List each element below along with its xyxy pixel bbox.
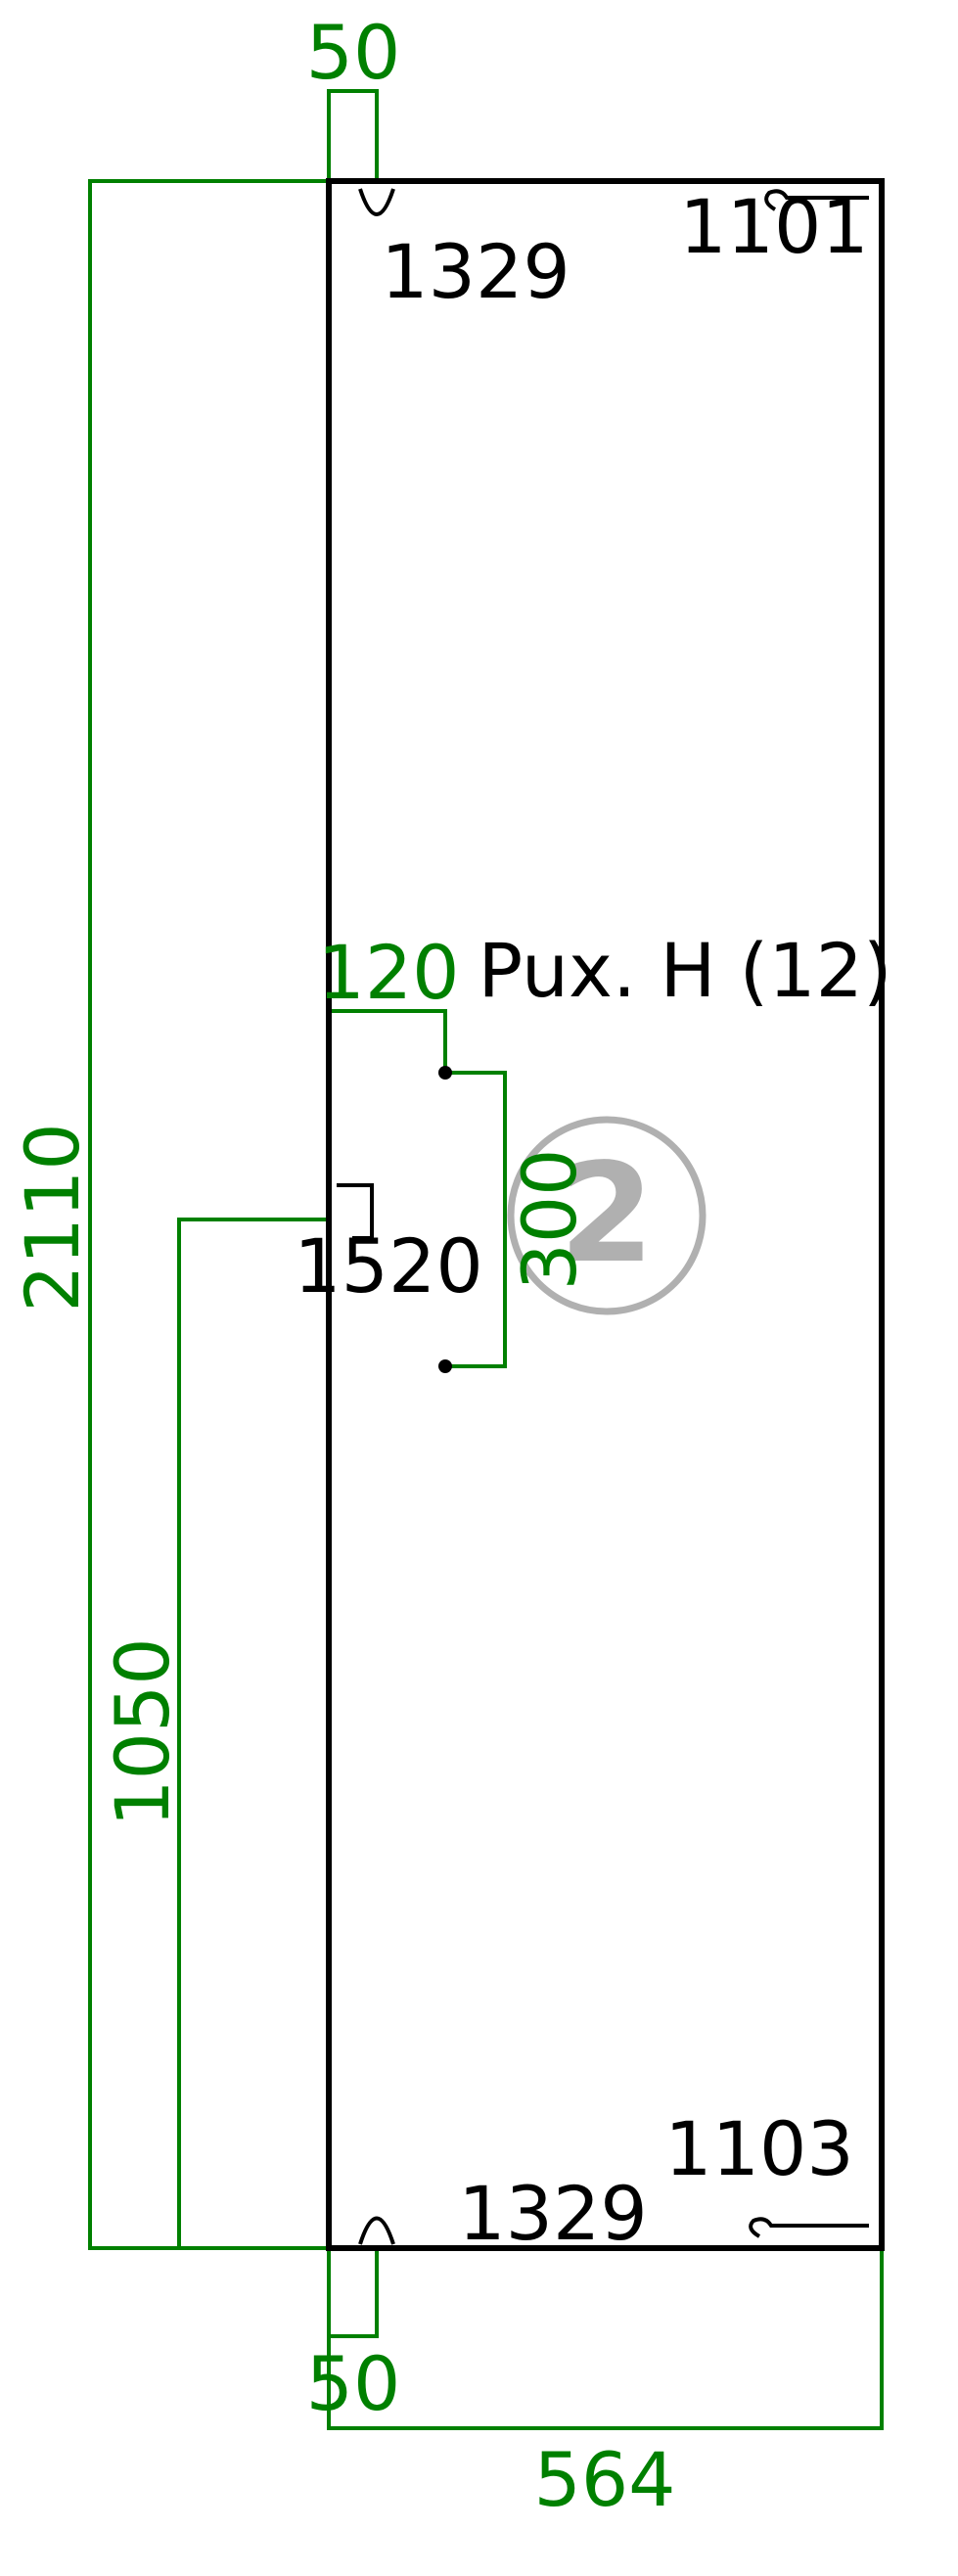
marker-number: 2 (559, 1134, 654, 1294)
handle-symbol (337, 1183, 374, 1240)
bottom-hinge-symbol (358, 2216, 395, 2245)
total-height-label: 2110 (9, 1123, 96, 1311)
panel-name-label: Pux. H (12) (478, 927, 891, 1014)
panel-outline (326, 178, 885, 2251)
bottom-right-fitting-label: 1103 (664, 2105, 853, 2192)
top-hinge-label: 1329 (381, 228, 570, 315)
bottom-hinge-label: 1329 (458, 2170, 647, 2257)
handle-height-dimension (177, 1218, 326, 2248)
hole-offset-label: 120 (317, 929, 459, 1016)
top-hinge-symbol (358, 188, 395, 216)
hole-marker (438, 1066, 452, 1080)
width-label: 564 (533, 2436, 675, 2523)
bottom-right-fitting-symbol (749, 2217, 869, 2238)
panel-number-marker: 2 (507, 1116, 707, 1315)
hole-dimension (327, 1009, 507, 1368)
hole-marker (438, 1359, 452, 1373)
total-height-dimension (88, 179, 326, 2250)
top-right-fitting-symbol (764, 189, 869, 211)
top-right-fitting-label: 1101 (679, 183, 868, 270)
hole-spacing-label: 300 (506, 1148, 593, 1290)
width-dimension (327, 2251, 884, 2430)
top-offset-label: 50 (306, 9, 401, 96)
handle-height-label: 1050 (99, 1637, 186, 1826)
top-offset-dimension (327, 89, 379, 181)
handle-label: 1520 (294, 1222, 482, 1310)
bottom-offset-dimension (327, 2248, 379, 2338)
bottom-offset-label: 50 (306, 2340, 401, 2427)
